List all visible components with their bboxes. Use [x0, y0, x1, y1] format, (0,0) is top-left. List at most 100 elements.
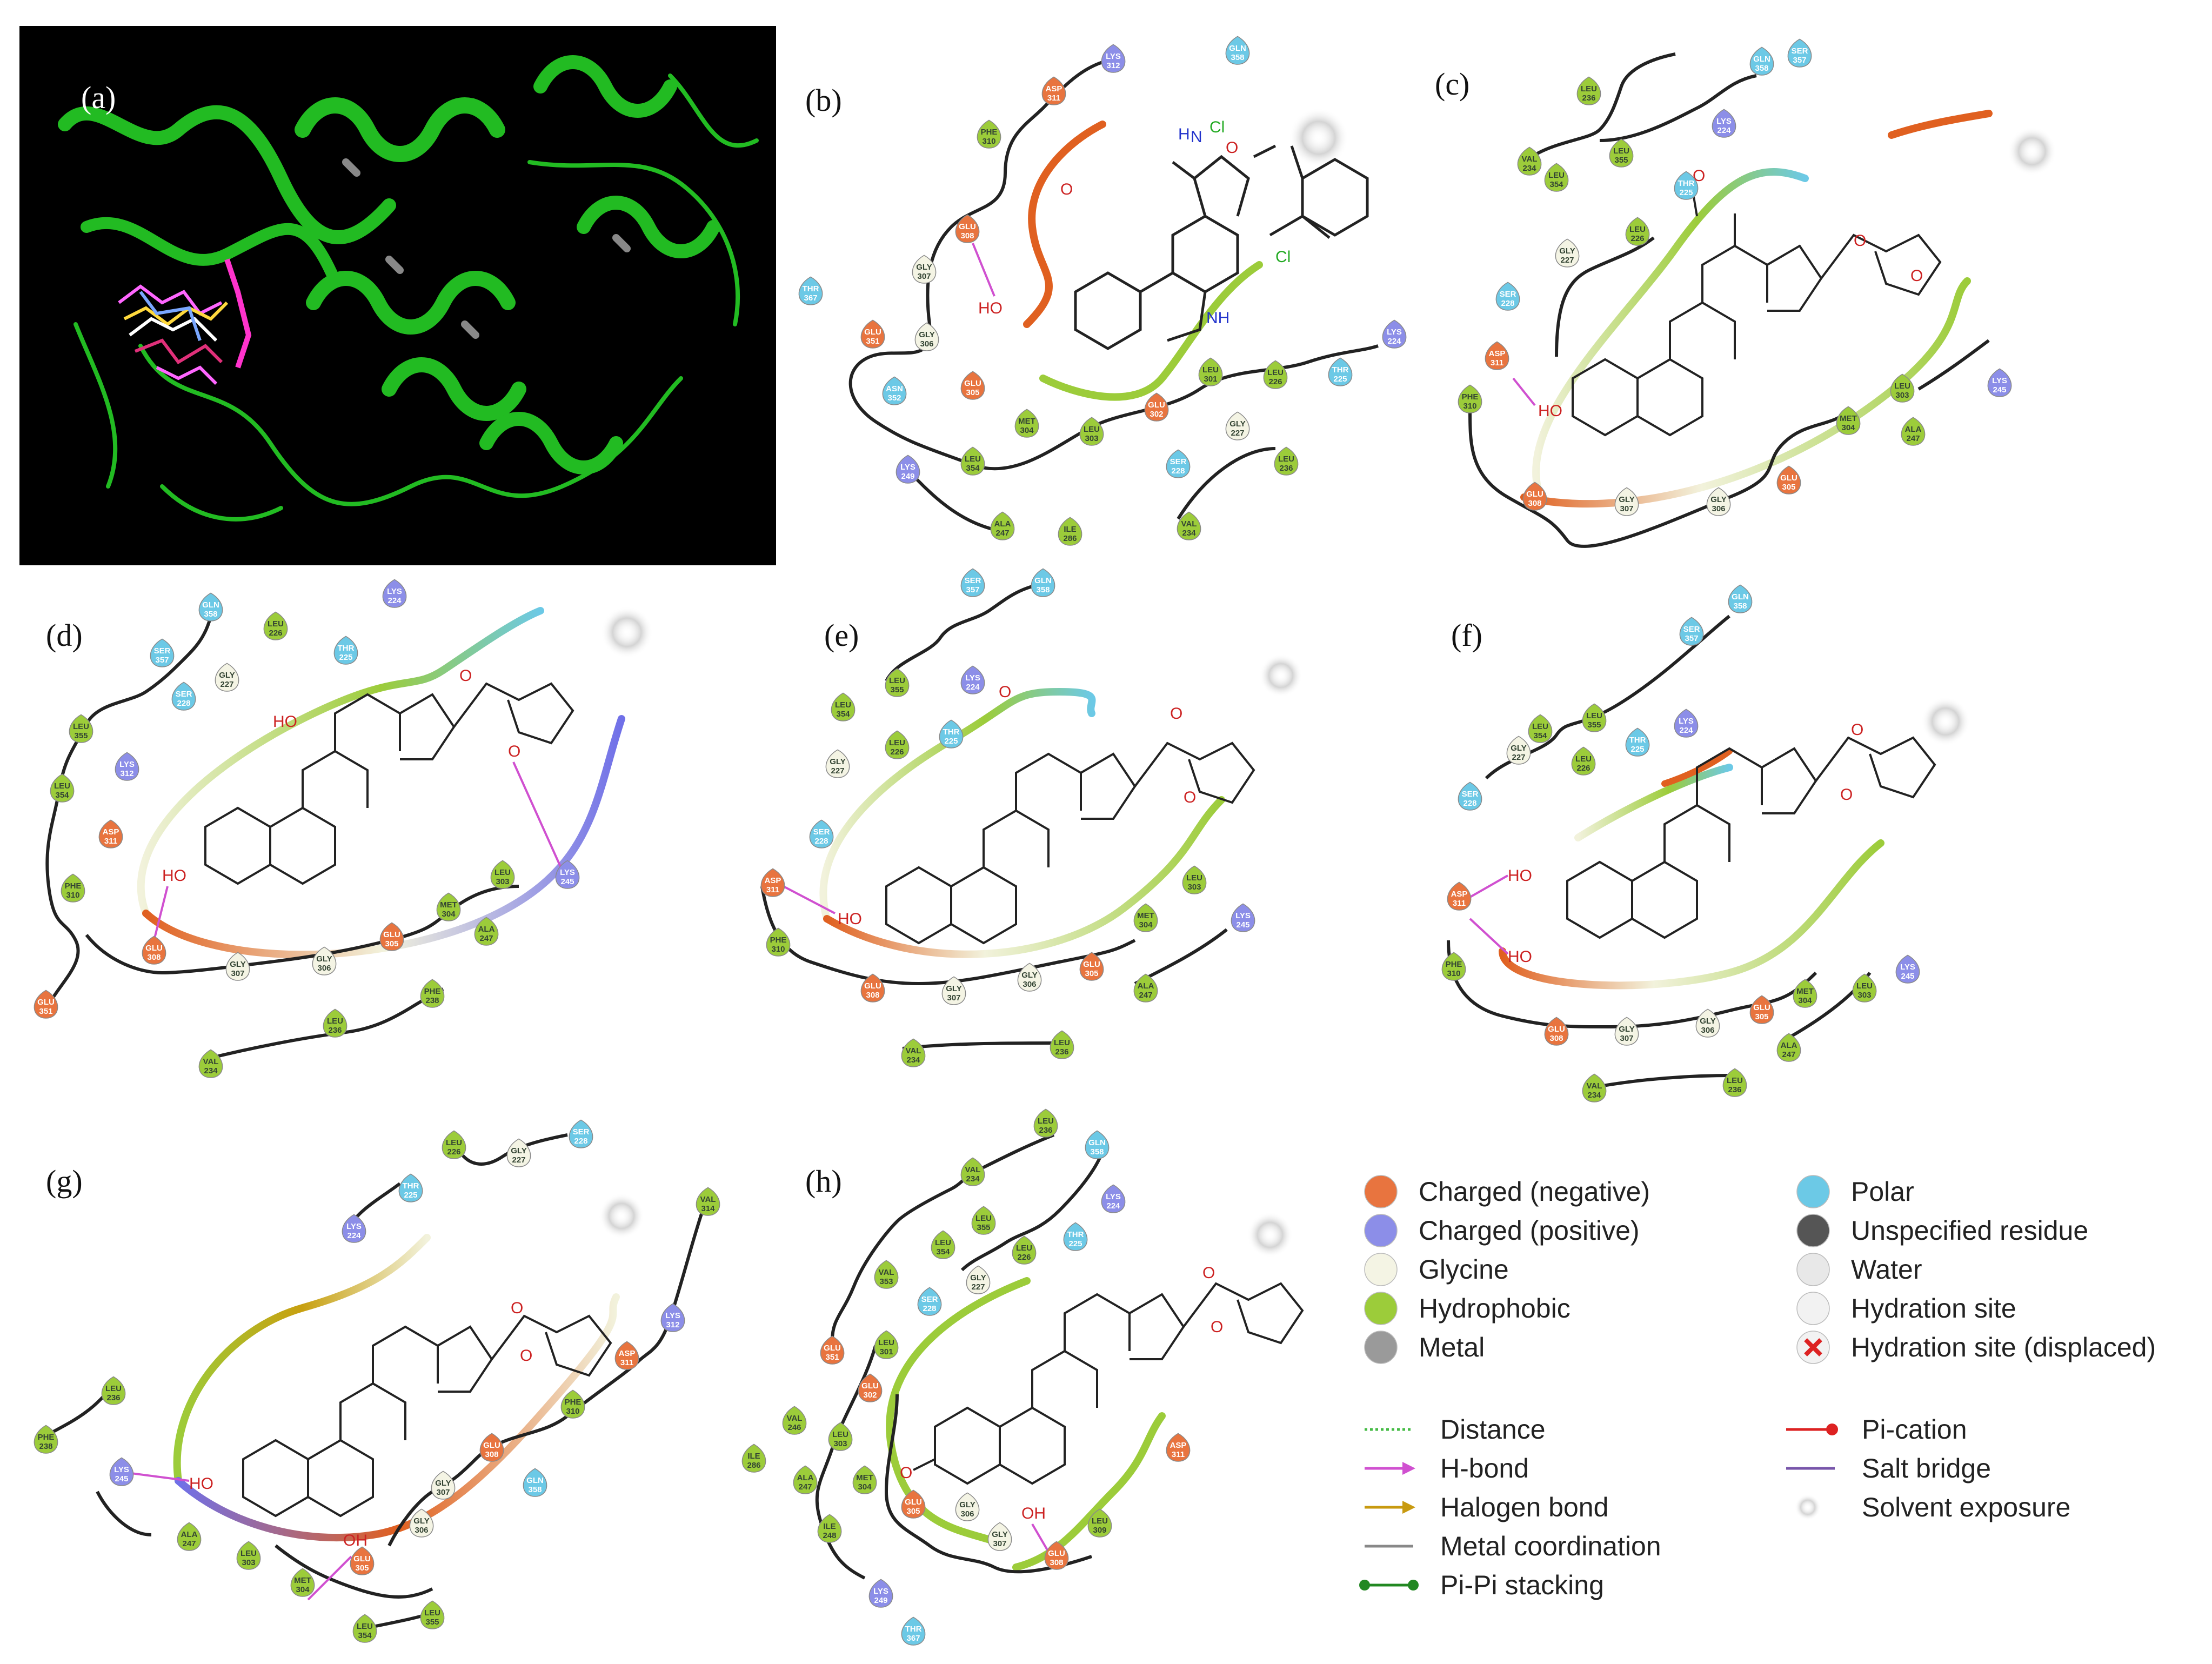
residue-shape: [1706, 487, 1731, 516]
residue-number: 311: [1047, 93, 1060, 103]
diagram-e: HO O O O SER357GLN358LYS224LEU355LEU354T…: [760, 568, 1302, 1067]
residue-shape: [931, 1230, 955, 1259]
residue-number: 355: [425, 1618, 439, 1627]
residue-shape: [1722, 1068, 1747, 1097]
residue-name: GLY: [919, 330, 934, 339]
legend-label: Solvent exposure: [1862, 1492, 2070, 1522]
legend-item: Charged (positive): [1364, 1214, 1640, 1247]
residue-name: THR: [1067, 1230, 1084, 1239]
residue-name: THR: [1678, 179, 1695, 188]
residue-number: 224: [966, 683, 980, 692]
residue-number: 308: [485, 1450, 498, 1459]
residue-number: 354: [1533, 731, 1547, 740]
residue-shape: [236, 1541, 261, 1570]
residue-number: 312: [120, 769, 133, 778]
residue-shape: [1274, 446, 1299, 476]
residue-number: 228: [923, 1304, 936, 1313]
legend-item: Halogen bond: [1365, 1492, 1608, 1522]
residue-number: 228: [1463, 799, 1476, 808]
atom-o-h1: O: [900, 1464, 912, 1482]
legend-swatch: [1796, 1214, 1830, 1247]
residue-shape: [560, 1389, 585, 1419]
panel-label-h: (h): [805, 1164, 842, 1199]
residue-number: 305: [1782, 483, 1795, 492]
residue-name: GLU: [1753, 1003, 1770, 1012]
residue-number: 227: [1560, 256, 1574, 265]
residue-number: 226: [890, 747, 904, 757]
residue-number: 227: [220, 680, 233, 689]
residue-shape: [263, 611, 288, 640]
residue-number: 308: [1549, 1034, 1563, 1043]
residue-shape: [61, 873, 85, 903]
legend-swatch: [1364, 1253, 1398, 1286]
residue-number: 354: [836, 710, 850, 719]
residues-e: SER357GLN358LYS224LEU355LEU354THR225LEU2…: [760, 568, 1255, 1067]
residue-number: 234: [1182, 529, 1196, 538]
residue-number: 358: [1036, 585, 1050, 594]
residue-shape: [960, 446, 985, 476]
residue-number: 245: [115, 1474, 128, 1483]
residue-shape: [1447, 881, 1472, 911]
residue-shape: [225, 952, 250, 981]
atom-n-b: N: [1191, 128, 1202, 146]
atom-o-b1: O: [1226, 139, 1238, 157]
residue-name: GLU: [1048, 1549, 1065, 1558]
residue-name: GLN: [1229, 44, 1246, 53]
residue-number: 247: [798, 1482, 812, 1492]
residue-shape: [1901, 417, 1926, 446]
residue-shape: [1522, 482, 1547, 511]
solvent-exposure-icon: [1795, 1494, 1821, 1520]
residue-number: 357: [155, 656, 169, 665]
residue-shape: [1041, 76, 1066, 105]
residue-name: ILE: [1064, 525, 1076, 534]
residue-number: 355: [74, 731, 88, 740]
residue-shape: [858, 1373, 883, 1402]
residue-shape: [379, 922, 404, 951]
residue-shape: [977, 119, 1001, 149]
residues-d: GLN358LEU226LYS224SER357GLY227THR225SER2…: [34, 579, 580, 1078]
residue-name: LEU: [832, 1430, 848, 1439]
residue-name: MET: [1796, 987, 1814, 996]
residue-name: ASN: [886, 384, 903, 393]
residue-shape: [1133, 903, 1158, 932]
residue-name: ILE: [747, 1452, 760, 1461]
residue-name: LYS: [1387, 328, 1402, 337]
residue-shape: [1576, 76, 1601, 105]
residue-shape: [901, 1038, 926, 1067]
residue-number: 247: [1782, 1050, 1795, 1059]
residue-shape: [290, 1568, 315, 1597]
backbone-e: [760, 582, 1228, 1050]
residue-name: LYS: [1679, 717, 1694, 726]
residue-name: LEU: [1629, 225, 1646, 234]
legend-label: Salt bridge: [1862, 1453, 1991, 1483]
residue-shape: [1517, 146, 1542, 176]
residue-number: 226: [1017, 1253, 1031, 1262]
residue-shape: [901, 1489, 926, 1519]
residue-shape: [1787, 38, 1812, 68]
residue-shape: [1225, 411, 1250, 440]
